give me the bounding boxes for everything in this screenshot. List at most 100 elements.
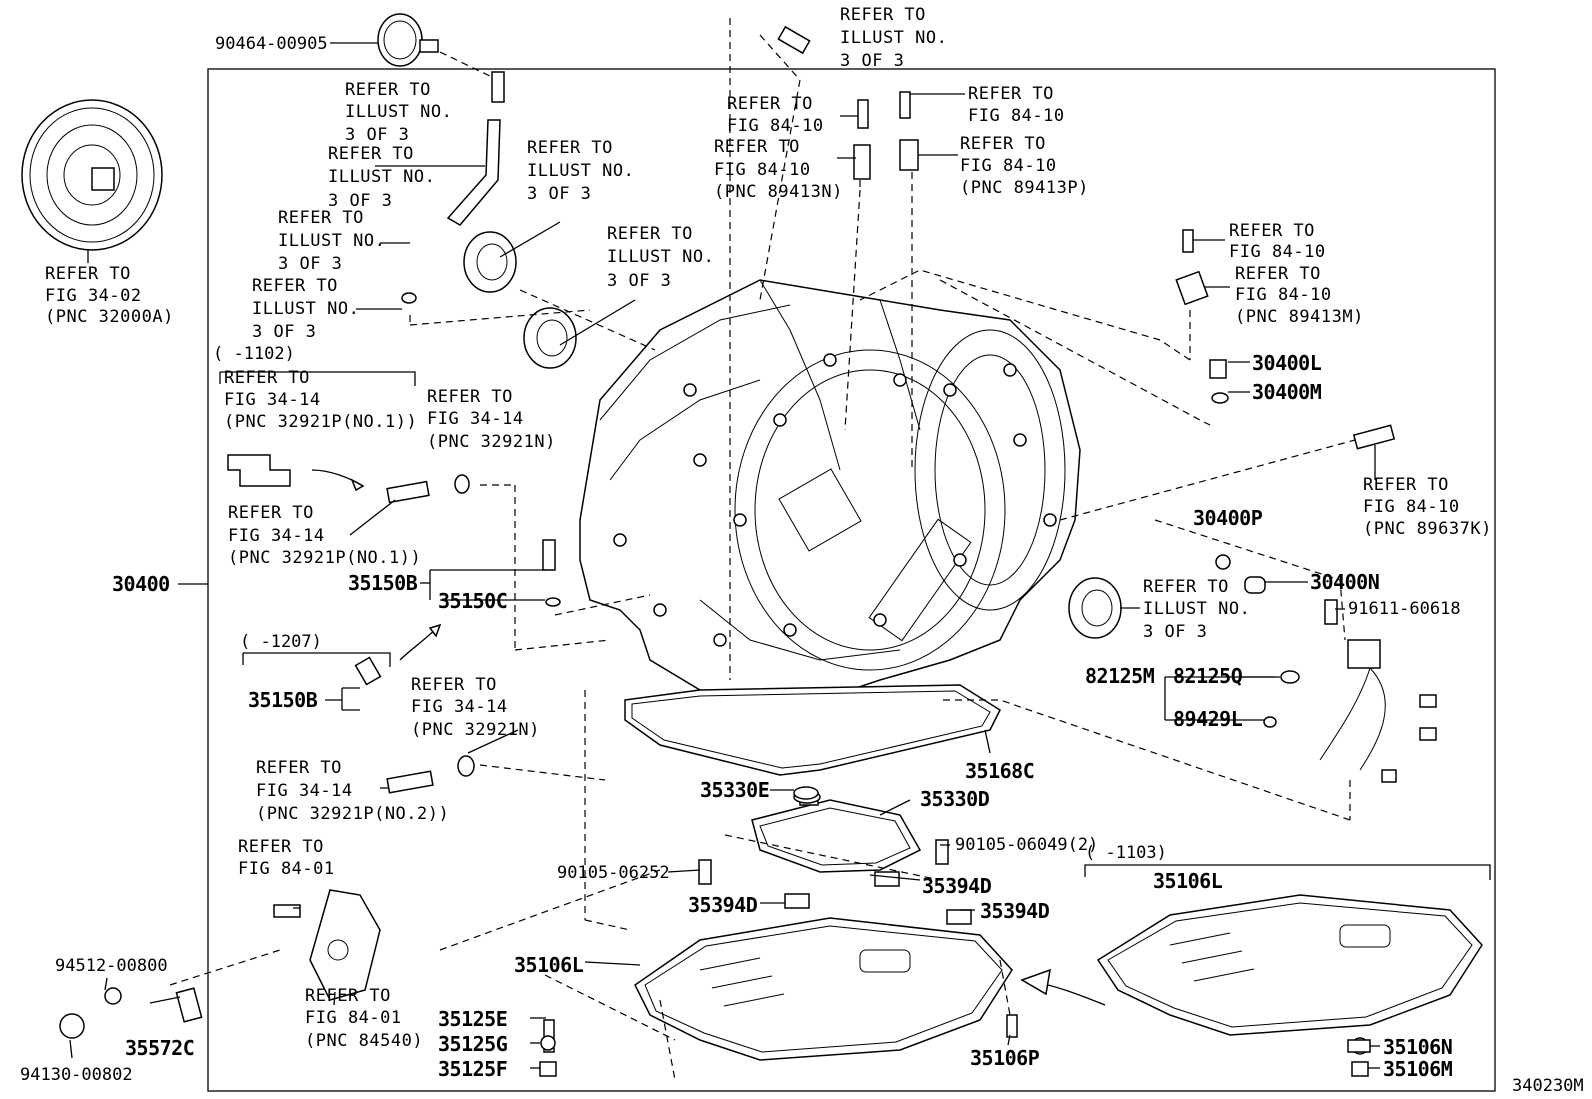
pipe-icon[interactable]: [227, 454, 972, 925]
svg-text:FIG 84-01: FIG 84-01: [305, 1008, 402, 1028]
part-label-35572C[interactable]: 35572C: [125, 1036, 195, 1060]
note-refer-illust-seal3[interactable]: REFER TO ILLUST NO. 3 OF 3: [1143, 577, 1250, 642]
part-label-35150B[interactable]: 35150B: [348, 571, 418, 595]
svg-text:ILLUST NO.: ILLUST NO.: [840, 28, 947, 48]
svg-text:FIG 84-10: FIG 84-10: [1363, 497, 1460, 517]
hose-clamp-icon[interactable]: [377, 13, 439, 67]
note-refer-illust-seal2[interactable]: REFER TO ILLUST NO. 3 OF 3: [607, 224, 714, 291]
part-label-90105-06049[interactable]: 90105-06049(2): [955, 835, 1098, 855]
oil-pan-icon[interactable]: [1096, 894, 1483, 1036]
svg-text:3 OF 3: 3 OF 3: [252, 322, 316, 342]
svg-text:(PNC 89413P): (PNC 89413P): [960, 178, 1089, 198]
svg-text:ILLUST NO.: ILLUST NO.: [345, 102, 452, 122]
transaxle-housing-icon[interactable]: [579, 279, 1081, 701]
part-label-91611-60618[interactable]: 91611-60618: [1348, 599, 1461, 619]
note-refer-fig-34-14-b[interactable]: REFER TO FIG 34-14 (PNC 32921N): [427, 387, 556, 452]
note-refer-fig-84-10-e[interactable]: REFER TO FIG 84-10: [1229, 221, 1326, 262]
part-label-35106M[interactable]: 35106M: [1383, 1057, 1453, 1081]
note-refer-fig-84-10-f[interactable]: REFER TO FIG 84-10 (PNC 89413M): [1235, 264, 1364, 327]
svg-text:FIG 84-10: FIG 84-10: [1235, 285, 1332, 305]
part-label-35330D[interactable]: 35330D: [920, 787, 990, 811]
part-label-35106L-b[interactable]: 35106L: [514, 953, 584, 977]
oil-strainer-icon[interactable]: [751, 790, 922, 873]
note-refer-fig-34-14-e[interactable]: REFER TO FIG 34-14 (PNC 32921P(NO.2)): [256, 758, 449, 824]
note-refer-fig-34-14-d[interactable]: REFER TO FIG 34-14 (PNC 32921N): [411, 675, 540, 740]
oil-seal-icon[interactable]: [463, 231, 517, 293]
svg-text:(PNC 32921P(NO.2)): (PNC 32921P(NO.2)): [256, 804, 449, 824]
torque-converter-icon[interactable]: [21, 99, 163, 263]
wire-harness-icon[interactable]: [1319, 639, 1437, 783]
part-label-30400P[interactable]: 30400P: [1193, 506, 1263, 530]
part-label-35125F[interactable]: 35125F: [438, 1057, 508, 1081]
note-refer-illust-hose[interactable]: REFER TO ILLUST NO. 3 OF 3: [328, 144, 435, 211]
part-label-35106P[interactable]: 35106P: [970, 1046, 1040, 1070]
part-label-35125E[interactable]: 35125E: [438, 1007, 508, 1031]
svg-text:ILLUST NO.: ILLUST NO.: [607, 247, 714, 267]
oil-seal-icon[interactable]: [523, 307, 577, 369]
part-label-30400N[interactable]: 30400N: [1310, 570, 1380, 594]
part-label-89429L[interactable]: 89429L: [1173, 707, 1243, 731]
svg-text:REFER TO: REFER TO: [328, 144, 414, 164]
note-refer-fig-34-14-a[interactable]: REFER TO FIG 34-14 (PNC 32921P(NO.1)): [224, 368, 417, 432]
part-label-30400[interactable]: 30400: [112, 572, 170, 596]
note-refer-illust-breather[interactable]: REFER TO ILLUST NO. 3 OF 3: [345, 80, 452, 145]
part-label-35394D-b[interactable]: 35394D: [688, 893, 758, 917]
svg-text:REFER TO: REFER TO: [960, 134, 1046, 154]
note-refer-fig-34-14-c[interactable]: REFER TO FIG 34-14 (PNC 32921P(NO.1)): [228, 503, 421, 568]
part-label-35150C[interactable]: 35150C: [438, 589, 508, 613]
svg-text:ILLUST NO.: ILLUST NO.: [278, 231, 385, 251]
note-refer-fig-84-10-a[interactable]: REFER TO FIG 84-10: [727, 94, 824, 136]
part-label-94512-00800[interactable]: 94512-00800: [55, 956, 168, 976]
o-ring-icon[interactable]: [401, 292, 1300, 800]
oil-seal-icon[interactable]: [1068, 577, 1122, 639]
svg-text:(PNC 32921N): (PNC 32921N): [411, 720, 540, 740]
oil-pan-icon[interactable]: [634, 917, 1013, 1061]
part-label-35168C[interactable]: 35168C: [965, 759, 1035, 783]
neutral-switch-icon[interactable]: [175, 889, 381, 1023]
part-label-82125M[interactable]: 82125M: [1085, 664, 1155, 688]
part-label-90464-00905[interactable]: 90464-00905: [215, 34, 328, 54]
part-label-82125Q[interactable]: 82125Q: [1173, 664, 1243, 688]
gasket-icon[interactable]: [624, 684, 1001, 776]
breather-hose-icon[interactable]: [446, 71, 505, 226]
part-label-35330E[interactable]: 35330E: [700, 778, 770, 802]
svg-text:FIG 34-14: FIG 34-14: [224, 390, 321, 410]
part-label-35106N[interactable]: 35106N: [1383, 1035, 1453, 1059]
speed-sensor-icon[interactable]: [853, 91, 1396, 450]
svg-text:FIG 84-10: FIG 84-10: [714, 160, 811, 180]
svg-text:3 OF 3: 3 OF 3: [278, 254, 342, 274]
note-refer-fig-34-02[interactable]: REFER TO FIG 34-02 (PNC 32000A): [45, 264, 174, 327]
part-label-35150B-alt[interactable]: 35150B: [248, 688, 318, 712]
note-refer-fig-84-10-d[interactable]: REFER TO FIG 84-10 (PNC 89413P): [960, 134, 1089, 198]
note-refer-fig-84-10-g[interactable]: REFER TO FIG 84-10 (PNC 89637K): [1363, 475, 1492, 539]
note-refer-illust-seal[interactable]: REFER TO ILLUST NO. 3 OF 3: [527, 138, 634, 204]
svg-text:REFER TO: REFER TO: [238, 837, 324, 857]
note-refer-fig-84-01-a[interactable]: REFER TO FIG 84-01: [238, 837, 335, 879]
svg-text:3 OF 3: 3 OF 3: [607, 271, 671, 291]
note-refer-illust-oring[interactable]: REFER TO ILLUST NO. 3 OF 3: [252, 276, 359, 342]
svg-text:REFER TO: REFER TO: [45, 264, 131, 284]
svg-text:ILLUST NO.: ILLUST NO.: [252, 299, 359, 319]
part-label-30400M[interactable]: 30400M: [1252, 380, 1322, 404]
svg-text:FIG 84-01: FIG 84-01: [238, 859, 335, 879]
part-label-94130-00802[interactable]: 94130-00802: [20, 1065, 133, 1085]
part-label-35125G[interactable]: 35125G: [438, 1032, 508, 1056]
svg-text:FIG 84-10: FIG 84-10: [727, 116, 824, 136]
svg-text:REFER TO: REFER TO: [527, 138, 613, 158]
part-label-35394D-c[interactable]: 35394D: [980, 899, 1050, 923]
bolt-icon[interactable]: [59, 25, 1369, 1077]
pan-magnet-icon[interactable]: [1347, 1039, 1371, 1053]
note-refer-fig-84-01-b[interactable]: REFER TO FIG 84-01 (PNC 84540): [305, 986, 423, 1051]
svg-text:REFER TO: REFER TO: [345, 80, 431, 100]
part-label-35106L-a[interactable]: 35106L: [1153, 869, 1223, 893]
note-refer-fig-84-10-c[interactable]: REFER TO FIG 84-10: [968, 84, 1065, 126]
svg-text:ILLUST NO.: ILLUST NO.: [527, 161, 634, 181]
part-label-30400L[interactable]: 30400L: [1252, 351, 1322, 375]
note-refer-illust-top[interactable]: REFER TO ILLUST NO. 3 OF 3: [840, 5, 947, 71]
part-label-90105-06252[interactable]: 90105-06252: [557, 863, 670, 883]
note-refer-fig-84-10-b[interactable]: REFER TO FIG 84-10 (PNC 89413N): [714, 137, 843, 202]
note-refer-illust-union[interactable]: REFER TO ILLUST NO. 3 OF 3: [278, 208, 385, 274]
part-label-35394D-a[interactable]: 35394D: [922, 874, 992, 898]
svg-text:FIG 84-10: FIG 84-10: [968, 106, 1065, 126]
svg-text:REFER TO: REFER TO: [278, 208, 364, 228]
